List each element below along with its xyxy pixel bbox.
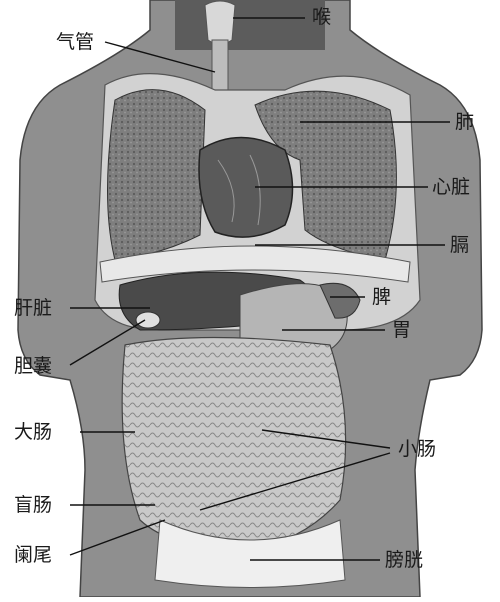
intestines-shape: [122, 338, 345, 551]
label-appendix: 阑尾: [14, 546, 52, 565]
label-cecum: 盲肠: [14, 496, 52, 515]
gallbladder-shape: [136, 312, 160, 328]
label-larynx: 喉: [312, 8, 331, 27]
label-trachea: 气管: [56, 33, 94, 52]
neck: [175, 0, 325, 50]
larynx-shape: [205, 1, 235, 44]
trachea-shape: [212, 40, 228, 95]
label-stomach: 胃: [392, 321, 411, 340]
label-small-intestine: 小肠: [398, 440, 436, 459]
label-heart: 心脏: [432, 178, 470, 197]
label-diaphragm: 膈: [450, 236, 469, 255]
label-large-intestine: 大肠: [14, 423, 52, 442]
label-lung: 肺: [455, 113, 474, 132]
right-lung-shape: [108, 90, 206, 260]
label-gallbladder: 胆囊: [14, 357, 52, 376]
label-spleen: 脾: [372, 288, 391, 307]
label-bladder: 膀胱: [385, 551, 423, 570]
label-liver: 肝脏: [14, 299, 52, 318]
